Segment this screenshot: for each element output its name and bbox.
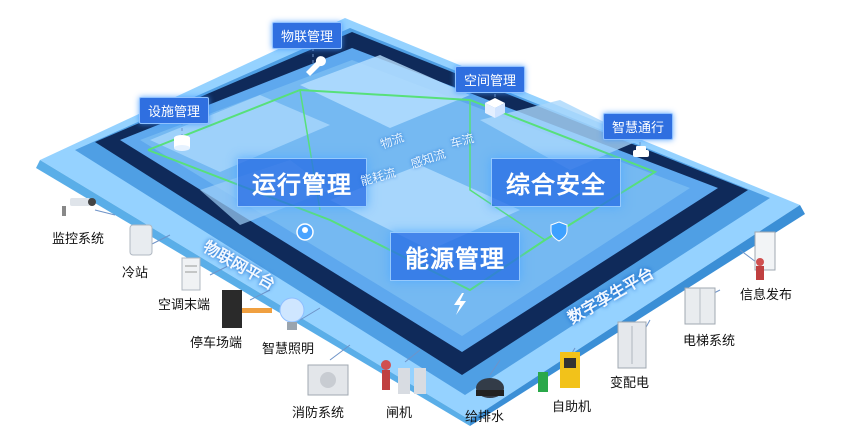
device-label-gate: 闸机 (386, 406, 413, 421)
tag-smart-pass: 智慧通行 (603, 113, 674, 140)
wrench-icon (306, 56, 326, 76)
room-block (150, 95, 330, 172)
gate-icon (381, 360, 426, 394)
room-block (300, 55, 470, 128)
ac-terminal-icon (181, 257, 201, 291)
device-label-elevator: 电梯系统 (683, 334, 736, 349)
cctv-icon (62, 198, 96, 216)
power-cabinet-icon (617, 321, 647, 369)
lightning-icon (454, 293, 466, 315)
lightbulb-icon (279, 297, 305, 330)
device-label-ac-terminal: 空调末端 (158, 298, 211, 313)
device-label-kiosk: 自助机 (552, 400, 592, 415)
device-label-cooling: 冷站 (122, 266, 149, 281)
info-board-icon (754, 231, 776, 280)
device-label-info-release: 信息发布 (740, 288, 793, 303)
elevator-icon (684, 287, 716, 325)
device-label-parking: 停车场端 (190, 336, 243, 351)
water-pump-icon (476, 378, 504, 398)
tag-operation-management: 运行管理 (237, 158, 367, 207)
shield-icon (550, 221, 568, 242)
car-icon (633, 146, 649, 157)
device-label-power: 变配电 (610, 376, 650, 391)
cube-icon (485, 98, 505, 118)
room-block (330, 165, 520, 250)
tag-integrated-security: 综合安全 (491, 158, 621, 207)
tag-space-management: 空间管理 (455, 66, 526, 93)
kiosk-icon (538, 352, 580, 392)
device-label-cctv: 监控系统 (52, 232, 105, 247)
tag-iot-management: 物联管理 (272, 22, 343, 49)
parking-gate-icon (222, 290, 272, 328)
device-label-fire: 消防系统 (292, 406, 345, 421)
tag-energy-management: 能源管理 (390, 232, 520, 281)
tag-facility-management: 设施管理 (139, 97, 210, 124)
database-icon (174, 135, 190, 151)
cooling-icon (129, 224, 153, 256)
device-label-lighting: 智慧照明 (262, 342, 315, 357)
fire-system-icon (307, 364, 349, 396)
device-label-water: 给排水 (465, 410, 505, 425)
